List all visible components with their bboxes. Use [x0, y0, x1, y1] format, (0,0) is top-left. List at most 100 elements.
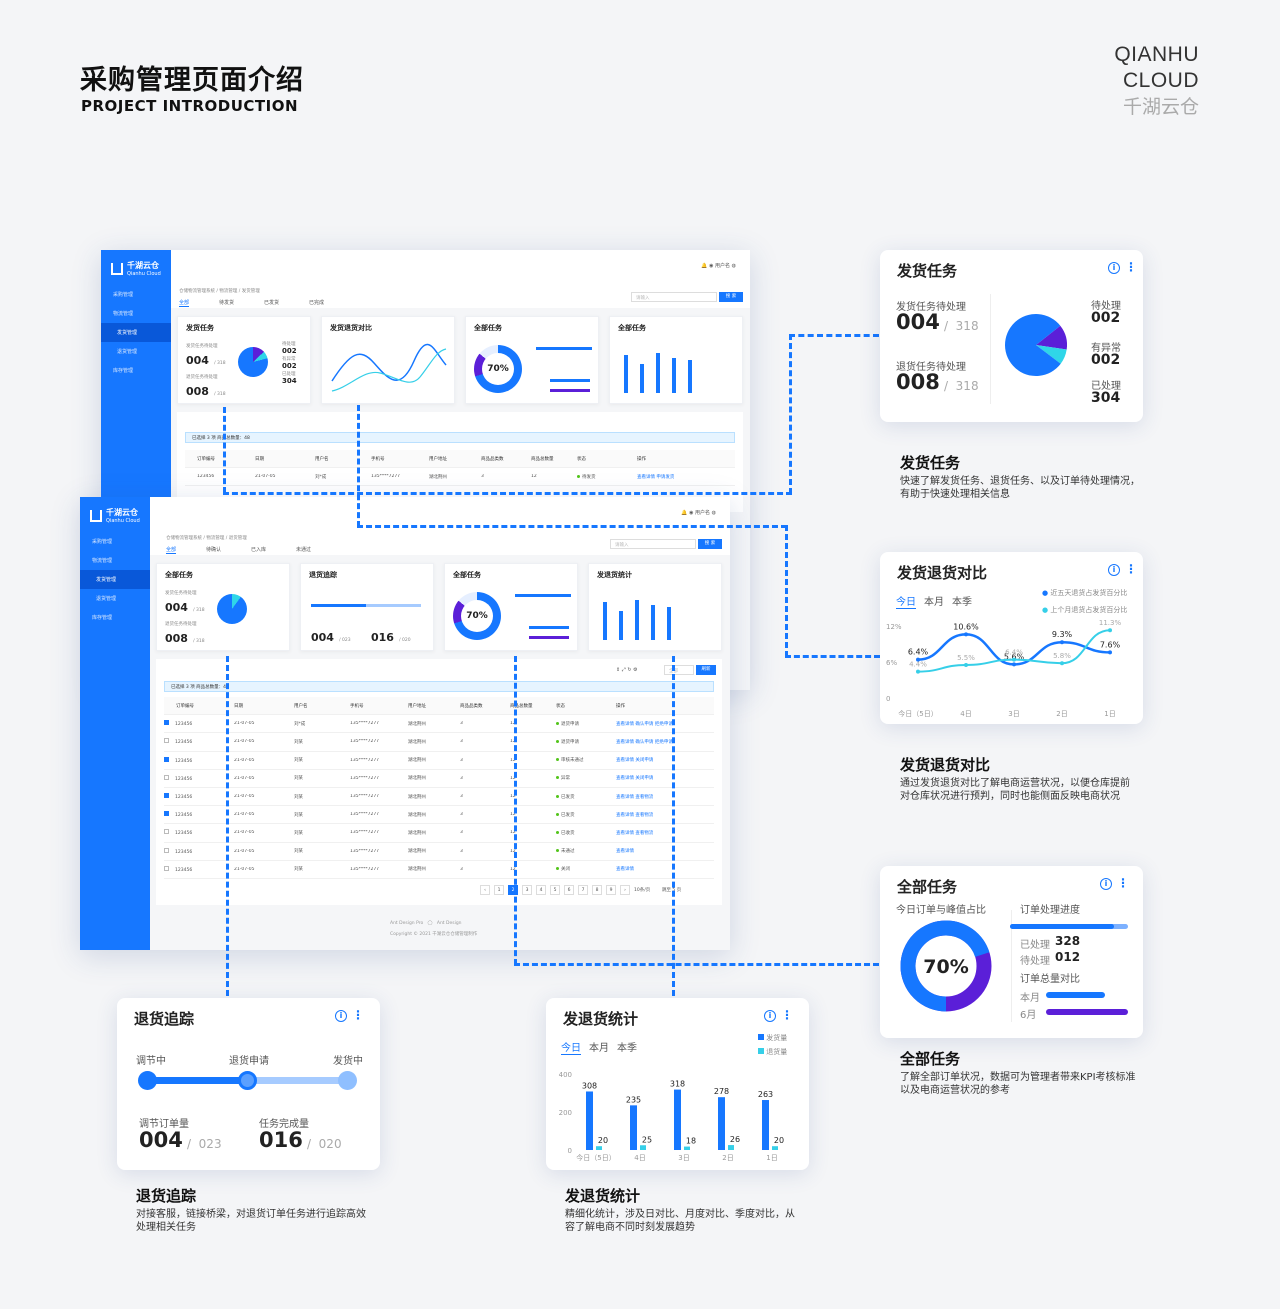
- cell: 21-07-05: [234, 866, 255, 872]
- search-button[interactable]: 搜 索: [719, 292, 743, 302]
- page-button[interactable]: 9: [606, 885, 616, 895]
- nav-item[interactable]: 采购管理: [113, 292, 134, 298]
- row-actions[interactable]: 查看详情 查看物流: [616, 812, 654, 818]
- row-checkbox[interactable]: [164, 865, 169, 871]
- page-button[interactable]: 5: [550, 885, 560, 895]
- row-checkbox[interactable]: [164, 738, 169, 744]
- connector: [514, 963, 879, 966]
- tab[interactable]: 未通过: [296, 547, 312, 553]
- more-icon[interactable]: ⋮: [781, 1008, 793, 1022]
- row-actions[interactable]: 查看详情: [616, 849, 634, 855]
- more-icon[interactable]: ⋮: [352, 1008, 364, 1022]
- page-button[interactable]: 6: [564, 885, 574, 895]
- row-checkbox[interactable]: [164, 793, 169, 799]
- cell: 湖北荆州: [408, 758, 426, 764]
- bar: [586, 1091, 593, 1150]
- tab-month[interactable]: 本月: [589, 1043, 609, 1054]
- page-button[interactable]: 1: [494, 885, 504, 895]
- info-icon[interactable]: i: [764, 1010, 776, 1022]
- row-actions[interactable]: 查看详情 关闭申请: [616, 758, 654, 764]
- nav-item[interactable]: 退货管理: [117, 349, 138, 355]
- page-button[interactable]: 4: [536, 885, 546, 895]
- row-actions[interactable]: 查看详情 关闭申请: [616, 776, 654, 782]
- nav-item[interactable]: 物流管理: [113, 311, 134, 317]
- page-button[interactable]: ›: [620, 885, 630, 895]
- data-point: [964, 663, 968, 667]
- data-point: [916, 669, 920, 674]
- front-user[interactable]: 🔔 ◉ 用户名 ◍: [681, 510, 716, 516]
- nav-item[interactable]: 库存管理: [92, 615, 113, 621]
- page-button[interactable]: 8: [592, 885, 602, 895]
- x-tick-label: 3日: [678, 1154, 689, 1162]
- pie-slice-purple: [1036, 325, 1067, 350]
- step-dot-active[interactable]: [238, 1071, 257, 1090]
- brand-logo: QIANHU CLOUD 千湖云仓: [1114, 42, 1199, 121]
- back-user[interactable]: 🔔 ◉ 用户名 ◍: [701, 263, 736, 269]
- refresh-button[interactable]: 刷新: [696, 665, 716, 675]
- page-button[interactable]: ‹: [480, 885, 490, 895]
- row-actions[interactable]: 查看详情 查看物流: [616, 830, 654, 836]
- search-button[interactable]: 搜 索: [698, 539, 722, 549]
- nav-item[interactable]: 发货管理: [101, 323, 171, 342]
- more-icon[interactable]: ⋮: [1125, 562, 1137, 576]
- more-icon[interactable]: ⋮: [1117, 876, 1129, 890]
- tab-quarter[interactable]: 本季: [617, 1043, 637, 1054]
- tab[interactable]: 待确认: [206, 547, 222, 553]
- info-icon[interactable]: i: [1108, 564, 1120, 576]
- nav-item[interactable]: 退货管理: [96, 596, 117, 602]
- row-checkbox[interactable]: [164, 829, 169, 835]
- row-actions[interactable]: 查看详情 确认申请 拒绝申请: [616, 739, 673, 745]
- nav-item[interactable]: 采购管理: [92, 539, 113, 545]
- tab[interactable]: 全部: [166, 547, 177, 554]
- tab[interactable]: 已完成: [309, 300, 325, 306]
- page-button[interactable]: 2: [508, 885, 518, 895]
- tab-today[interactable]: 今日: [896, 593, 916, 609]
- tab-month[interactable]: 本月: [924, 597, 944, 608]
- row-actions[interactable]: 查看详情 查看物流: [616, 794, 654, 800]
- tab[interactable]: 已入库: [251, 547, 267, 553]
- tab[interactable]: 全部: [179, 300, 190, 307]
- page-jump[interactable]: 跳至 5 页: [662, 888, 682, 893]
- search-input[interactable]: 请输入: [610, 539, 696, 549]
- row-actions[interactable]: 查看详情 确认申请 拒绝申请: [616, 721, 673, 727]
- cell: 3: [460, 830, 463, 836]
- nav-item[interactable]: 发货管理: [80, 570, 150, 589]
- cell: 3: [460, 775, 463, 781]
- track-fill: [147, 1077, 247, 1084]
- filter-select[interactable]: 全部: [664, 665, 694, 675]
- row-actions[interactable]: 查看详情: [616, 867, 634, 873]
- nav-item[interactable]: 物流管理: [92, 558, 113, 564]
- page-button[interactable]: 7: [578, 885, 588, 895]
- tab-quarter[interactable]: 本季: [952, 597, 972, 608]
- info-icon[interactable]: i: [335, 1010, 347, 1022]
- row-checkbox[interactable]: [164, 720, 169, 726]
- selection-info: 已选择 3 项 商品总数量：48: [164, 681, 714, 692]
- tab[interactable]: 已发货: [264, 300, 280, 306]
- label: 待处理: [1091, 301, 1121, 312]
- row-checkbox[interactable]: [164, 756, 169, 762]
- row-checkbox[interactable]: [164, 811, 169, 817]
- tab[interactable]: 待发货: [219, 300, 235, 306]
- toolbar-icons[interactable]: ⇕ ⤢ ↻ ⚙: [616, 667, 638, 673]
- row-checkbox[interactable]: [164, 847, 169, 853]
- tab-today[interactable]: 今日: [561, 1039, 581, 1055]
- data-label: 6.4%: [908, 648, 929, 657]
- info-icon[interactable]: i: [1100, 878, 1112, 890]
- month-bar-track: [1046, 992, 1130, 998]
- row-checkbox[interactable]: [164, 774, 169, 780]
- page-button[interactable]: 3: [522, 885, 532, 895]
- more-icon[interactable]: ⋮: [1125, 260, 1137, 274]
- page-size[interactable]: 10条/页: [634, 888, 651, 893]
- info-icon[interactable]: i: [1108, 262, 1120, 274]
- nav-item[interactable]: 库存管理: [113, 368, 134, 374]
- search-input[interactable]: 请输入: [631, 292, 717, 302]
